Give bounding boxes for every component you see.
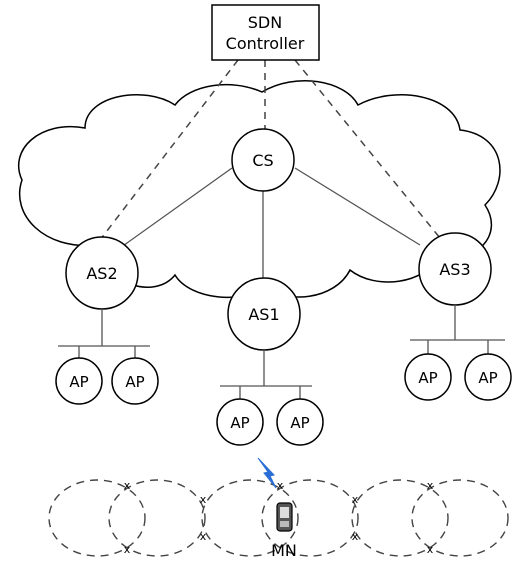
core-switch-node: CS xyxy=(231,128,295,192)
access-point-label: AP xyxy=(478,369,497,387)
overlap-markers: x x x x x x x x x xyxy=(124,479,434,556)
core-links xyxy=(119,167,421,282)
core-switch-label: CS xyxy=(252,151,273,170)
overlap-marker: x xyxy=(427,543,434,556)
access-point-label: AP xyxy=(230,414,249,432)
overlap-marker: x xyxy=(200,493,207,506)
controller-label-line2: Controller xyxy=(226,34,305,53)
coverage-area xyxy=(48,479,146,557)
access-switch-label-as2: AS2 xyxy=(86,264,117,283)
sdn-controller: SDN Controller xyxy=(211,4,320,61)
coverage-area xyxy=(351,479,449,557)
overlap-marker: x xyxy=(124,479,131,492)
mobile-node-label: MN xyxy=(271,541,297,560)
access-switch-as1: AS1 xyxy=(227,277,301,351)
access-switch-as3: AS3 xyxy=(418,232,492,306)
link-cs-as3 xyxy=(294,167,421,246)
coverage-areas xyxy=(48,479,509,557)
overlap-marker: x xyxy=(352,493,359,506)
link-cs-as2 xyxy=(119,167,233,249)
mobile-phone-icon xyxy=(276,502,293,532)
coverage-area xyxy=(261,479,359,557)
overlap-marker: x xyxy=(427,479,434,492)
access-point-label: AP xyxy=(125,373,144,391)
overlap-marker: x xyxy=(352,530,359,543)
coverage-area xyxy=(201,479,299,557)
coverage-area xyxy=(411,479,509,557)
controller-links xyxy=(99,59,441,241)
access-switch-label-as3: AS3 xyxy=(439,260,470,279)
wireless-link-icon xyxy=(257,457,277,489)
access-point-label: AP xyxy=(290,414,309,432)
access-point-label: AP xyxy=(418,369,437,387)
overlap-marker: x xyxy=(200,530,207,543)
access-point-label: AP xyxy=(69,373,88,391)
access-point-1: AP xyxy=(55,357,103,405)
access-point-3: AP xyxy=(216,398,264,446)
overlap-marker: x xyxy=(124,543,131,556)
access-point-4: AP xyxy=(276,398,324,446)
overlap-marker: x xyxy=(277,479,284,492)
controller-label-line1: SDN xyxy=(248,13,282,32)
access-point-2: AP xyxy=(111,357,159,405)
access-point-6: AP xyxy=(464,353,512,401)
access-point-5: AP xyxy=(404,353,452,401)
access-switch-label-as1: AS1 xyxy=(248,305,279,324)
ap-bus-lines xyxy=(58,305,505,400)
coverage-area xyxy=(108,479,206,557)
access-switch-as2: AS2 xyxy=(65,236,139,310)
